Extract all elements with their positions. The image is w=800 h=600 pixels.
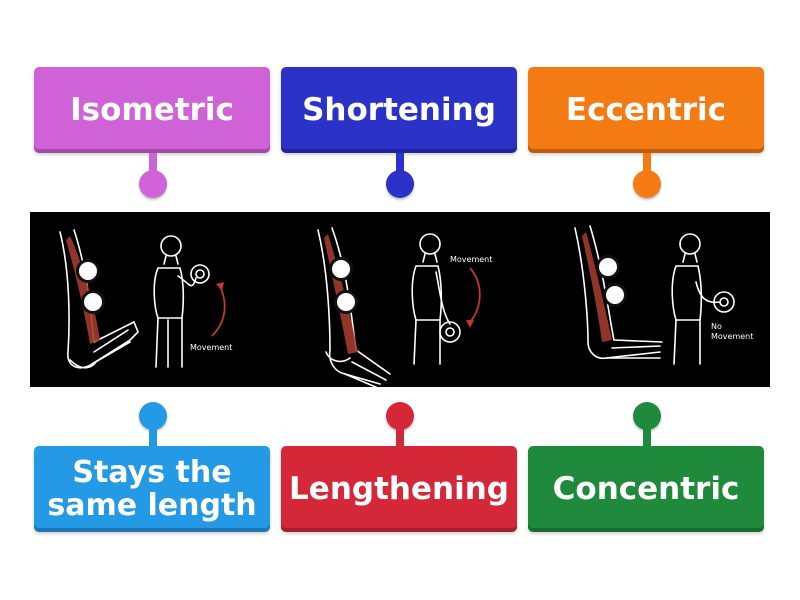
top-connector-3 (643, 153, 651, 175)
panel-1-figure (153, 235, 210, 368)
diagram-hotspot-1a[interactable] (76, 259, 100, 283)
tile-label: Shortening (302, 91, 496, 128)
panel-1-annotation: Movement (190, 343, 233, 352)
tile-isometric[interactable]: Isometric (34, 67, 270, 153)
panel-3-annotation: No Movement (711, 322, 754, 341)
diagram-illustration (59, 225, 735, 387)
diagram-hotspot-3b[interactable] (603, 283, 627, 307)
panel-3-muscle (582, 232, 612, 342)
tile-eccentric[interactable]: Eccentric (528, 67, 764, 153)
top-connector-1 (149, 153, 157, 175)
diagram-hotspot-1b[interactable] (81, 290, 105, 314)
bottom-connector-1 (149, 424, 157, 446)
tile-label: Isometric (70, 91, 234, 128)
bottom-connector-3 (643, 424, 651, 446)
panel-1-muscle (66, 236, 100, 344)
tile-label: Stays the same length (47, 455, 257, 523)
top-anchor-dot-3[interactable] (633, 170, 661, 198)
panel-3-figure (671, 233, 735, 365)
tile-stays-the-same-length[interactable]: Stays the same length (34, 446, 270, 532)
panel-2-figure (411, 233, 461, 365)
tile-concentric[interactable]: Concentric (528, 446, 764, 532)
diagram-hotspot-3a[interactable] (596, 255, 620, 279)
top-anchor-dot-1[interactable] (139, 170, 167, 198)
tile-label: Eccentric (565, 91, 727, 128)
top-anchor-dot-2[interactable] (386, 170, 414, 198)
muscle-contraction-diagram: Movement Movement No Movement (30, 212, 770, 387)
tile-label: Lengthening (289, 470, 509, 507)
panel-2-arrow (469, 267, 481, 323)
tile-shortening[interactable]: Shortening (281, 67, 517, 153)
panel-2-annotation: Movement (450, 255, 493, 264)
panel-1-arrow (211, 285, 226, 337)
tile-lengthening[interactable]: Lengthening (281, 446, 517, 532)
diagram-hotspot-2a[interactable] (329, 257, 353, 281)
diagram-hotspot-2b[interactable] (334, 290, 358, 314)
top-connector-2 (396, 153, 404, 175)
tile-label: Concentric (552, 470, 740, 507)
bottom-connector-2 (396, 424, 404, 446)
